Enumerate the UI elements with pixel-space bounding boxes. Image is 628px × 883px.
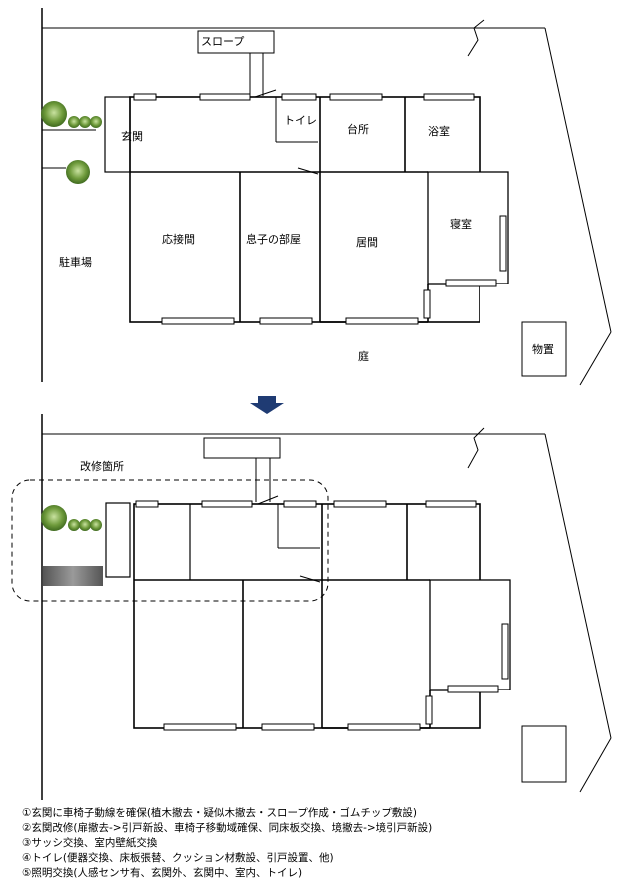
renovation-notes: ①玄関に車椅子動線を確保(植木撤去・疑似木撤去・スロープ作成・ゴムチップ敷設) …: [22, 806, 622, 881]
renovation-area-outline: [11, 479, 329, 602]
down-arrow-icon: [250, 396, 284, 414]
label-kitchen: 台所: [347, 122, 369, 136]
after-shrubs: [41, 505, 102, 531]
before-shrubs: [41, 101, 102, 184]
label-toilet: トイレ: [284, 114, 317, 127]
note-item: ⑤照明交換(人感センサ有、玄関外、玄関中、室内、トイレ): [22, 867, 303, 879]
label-sons-room: 息子の部屋: [246, 232, 301, 246]
after-house-outline: [133, 503, 481, 729]
after-plan: 改修箇所: [11, 414, 612, 800]
label-slope: スロープ: [201, 35, 244, 48]
before-north-mark: [467, 19, 485, 57]
label-reception: 応接間: [162, 232, 195, 246]
before-bedroom-room: [427, 171, 509, 285]
label-entrance: 玄関: [121, 129, 143, 143]
label-parking: 駐車場: [59, 255, 92, 269]
after-lot-boundary-right: [544, 433, 612, 739]
before-slope-box: [197, 30, 275, 54]
after-storage-box: [521, 725, 567, 783]
after-lot-boundary-corner: [579, 737, 612, 793]
before-lot-boundary-right: [544, 27, 612, 333]
after-north-mark: [467, 427, 485, 469]
label-living: 居間: [356, 236, 378, 249]
after-slope-box: [203, 437, 281, 459]
before-plan: スロープ 玄関 トイレ 台所 浴室 応接間 息子の部屋 居間 寝室 駐車場 物置…: [41, 8, 612, 386]
after-windows: [135, 500, 509, 731]
before-lot-boundary-corner: [579, 331, 612, 386]
note-item: ③サッシ交換、室内壁紙交換: [22, 837, 158, 849]
before-entrance-room: [104, 96, 131, 173]
rubber-chip-area: [43, 566, 103, 586]
label-renovation-area: 改修箇所: [80, 459, 124, 473]
after-bedroom-room: [429, 579, 511, 691]
note-item: ④トイレ(便器交換、床板張替、クッション材敷設、引戸設置、他): [22, 852, 334, 864]
before-storage-box: [521, 321, 567, 377]
note-item: ①玄関に車椅子動線を確保(植木撤去・疑似木撤去・スロープ作成・ゴムチップ敷設): [22, 807, 417, 819]
label-bathroom: 浴室: [428, 124, 450, 138]
before-windows: [133, 93, 507, 325]
floor-plan-diagram: スロープ 玄関 トイレ 台所 浴室 応接間 息子の部屋 居間 寝室 駐車場 物置…: [11, 8, 612, 800]
note-item: ②玄関改修(扉撤去->引戸新設、車椅子移動域確保、同床板交換、境撤去->境引戸新…: [22, 822, 433, 834]
label-bedroom: 寝室: [450, 217, 472, 231]
label-garden: 庭: [358, 349, 369, 363]
after-entrance-room: [105, 502, 131, 578]
label-storage: 物置: [532, 342, 554, 356]
